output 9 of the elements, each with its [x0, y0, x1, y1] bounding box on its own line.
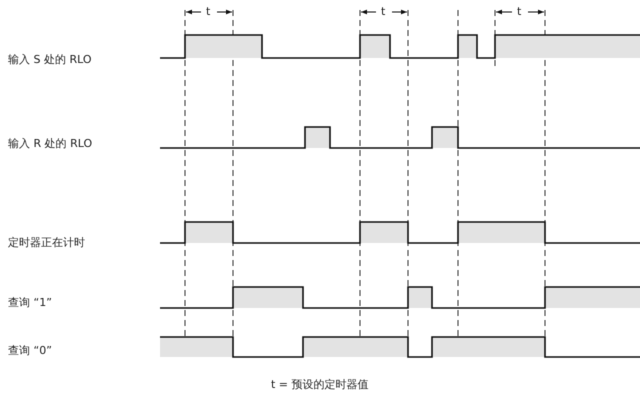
signal-label: 查询 “0” — [8, 344, 52, 357]
signal-label: 定时器正在计时 — [8, 236, 85, 249]
signal-label: 输入 S 处的 RLO — [8, 53, 92, 66]
signal-label: 输入 R 处的 RLO — [8, 137, 92, 150]
signal-label: 查询 “1” — [8, 296, 52, 309]
note: t = 预设的定时器值 — [271, 378, 369, 391]
time-label: t — [381, 5, 386, 18]
time-label: t — [517, 5, 522, 18]
time-label: t — [206, 5, 210, 18]
